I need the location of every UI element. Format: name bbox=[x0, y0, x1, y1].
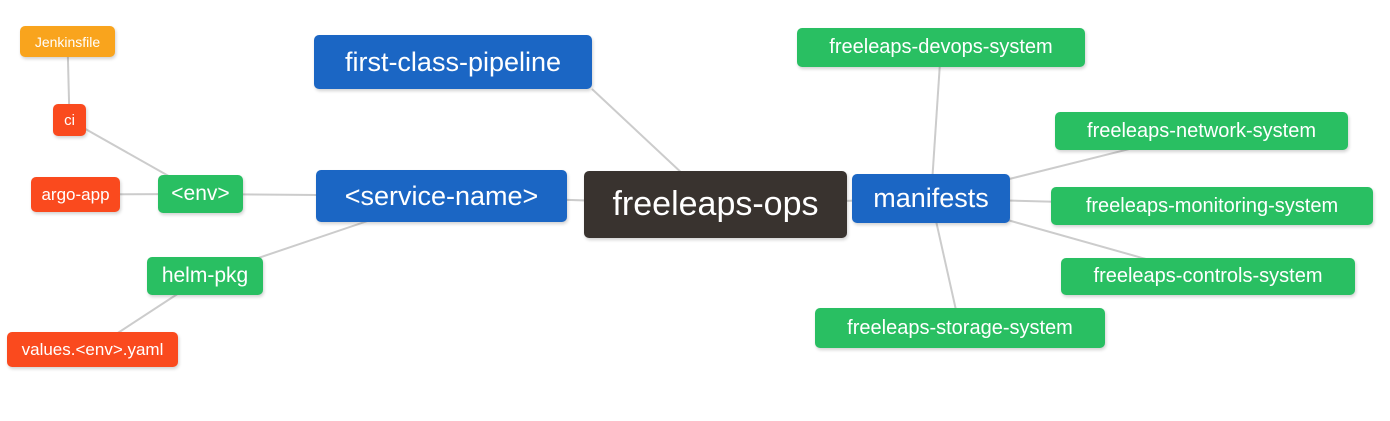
node-ci[interactable]: ci bbox=[53, 104, 86, 136]
node-values-env-yaml[interactable]: values.<env>.yaml bbox=[7, 332, 178, 367]
node-jenkinsfile[interactable]: Jenkinsfile bbox=[20, 26, 115, 57]
node-service-name[interactable]: <service-name> bbox=[316, 170, 567, 222]
node-first-class-pipeline[interactable]: first-class-pipeline bbox=[314, 35, 592, 89]
node-manifests[interactable]: manifests bbox=[852, 174, 1010, 223]
edge-manifests-to-freeleaps-devops-system bbox=[930, 47, 942, 199]
node-freeleaps-network-system[interactable]: freeleaps-network-system bbox=[1055, 112, 1348, 150]
node-argo-app[interactable]: argo-app bbox=[31, 177, 120, 212]
node-env[interactable]: <env> bbox=[158, 175, 243, 213]
node-freeleaps-devops-system[interactable]: freeleaps-devops-system bbox=[797, 28, 1085, 67]
node-freeleaps-storage-system[interactable]: freeleaps-storage-system bbox=[815, 308, 1105, 348]
node-helm-pkg[interactable]: helm-pkg bbox=[147, 257, 263, 295]
node-freeleaps-ops[interactable]: freeleaps-ops bbox=[584, 171, 847, 238]
node-freeleaps-monitoring-system[interactable]: freeleaps-monitoring-system bbox=[1051, 187, 1373, 225]
node-freeleaps-controls-system[interactable]: freeleaps-controls-system bbox=[1061, 258, 1355, 295]
